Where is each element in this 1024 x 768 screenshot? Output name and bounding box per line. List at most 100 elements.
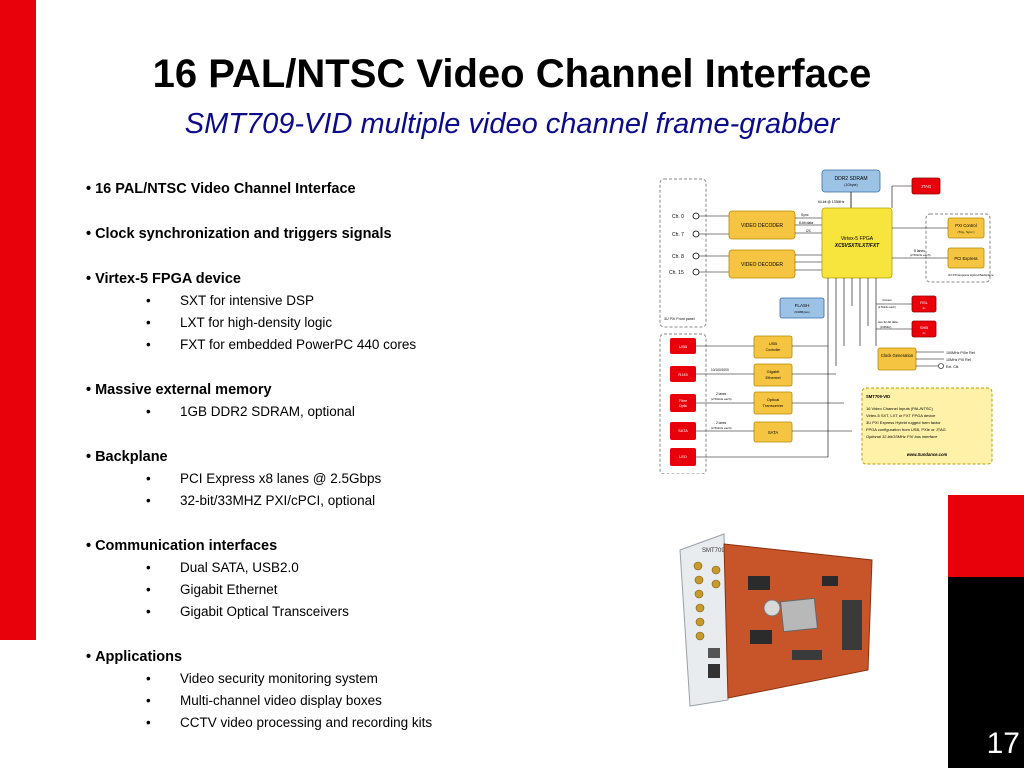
svg-text:100MHz PXIe Ref: 100MHz PXIe Ref — [946, 351, 975, 355]
battery — [763, 599, 781, 617]
svg-text:(2.5Gbits each): (2.5Gbits each) — [878, 305, 896, 309]
decoder-chip — [748, 576, 770, 590]
svg-text:10MHz PXI Ref: 10MHz PXI Ref — [946, 358, 971, 362]
rj45-port — [670, 366, 696, 382]
chip — [822, 576, 838, 586]
list-item: PCI Express x8 lanes @ 2.5Gbps — [86, 468, 646, 490]
right-accent-black — [948, 577, 1024, 768]
list-item: Dual SATA, USB2.0 — [86, 557, 646, 579]
svg-text:(2.5Gbits each): (2.5Gbits each) — [910, 253, 931, 257]
svg-text:Clock Generation: Clock Generation — [881, 353, 914, 358]
list-item: Gigabit Optical Transceivers — [86, 601, 646, 623]
svg-text:4 lanes: 4 lanes — [882, 298, 892, 302]
clock-generation-block — [877, 347, 917, 371]
section-backplane: •Backplane PCI Express x8 lanes @ 2.5Gbp… — [86, 446, 646, 512]
svg-text:3U PXI Front panel: 3U PXI Front panel — [664, 317, 695, 321]
svg-text:FLASH: FLASH — [795, 303, 810, 308]
section-communication: •Communication interfaces Dual SATA, USB… — [86, 535, 646, 623]
svg-text:(133MHz): (133MHz) — [880, 325, 892, 329]
svg-text:Ext. Clk: Ext. Clk — [946, 365, 959, 369]
svg-text:Ethernet: Ethernet — [765, 375, 781, 380]
svg-text:Ch. 7: Ch. 7 — [672, 232, 684, 238]
svg-text:(2.5Gbits each): (2.5Gbits each) — [711, 397, 732, 401]
svg-text:VIDEO DECODER: VIDEO DECODER — [741, 262, 783, 268]
channel-connectors: Ch. 0 Ch. 7 Ch. 8 Ch. 15 — [669, 212, 729, 276]
svg-text:FPGA configuration from USB, P: FPGA configuration from USB, PXIe or JTA… — [866, 427, 946, 432]
svg-text:Optional 32-bit/33MHz PXI bus: Optional 32-bit/33MHz PXI bus interface — [866, 434, 938, 439]
svg-text:2 lanes: 2 lanes — [716, 421, 727, 425]
sata-connector — [708, 664, 720, 678]
svg-text:SATA: SATA — [768, 430, 779, 435]
svg-text:64-bit @ 133MHz: 64-bit @ 133MHz — [818, 200, 845, 204]
svg-text:SMT709-VID: SMT709-VID — [866, 394, 890, 399]
svg-text:Controller: Controller — [766, 348, 782, 352]
svg-text:RJ45: RJ45 — [678, 372, 688, 377]
connector — [792, 650, 822, 660]
svg-text:Ch. 0: Ch. 0 — [672, 214, 684, 220]
list-item: 1GB DDR2 SDRAM, optional — [86, 401, 646, 423]
section-heading: Clock synchronization and triggers signa… — [95, 226, 392, 242]
fibre-optic-port — [670, 394, 696, 412]
rj45-connector — [708, 648, 720, 658]
svg-text:Fibre: Fibre — [679, 399, 687, 403]
left-accent-bar — [0, 0, 36, 640]
svg-text:Optical: Optical — [767, 397, 780, 402]
svg-text:USB: USB — [769, 341, 778, 346]
list-item: Video security monitoring system — [86, 668, 646, 690]
section-video-interface: •16 PAL/NTSC Video Channel Interface — [86, 181, 356, 197]
front-panel — [679, 533, 729, 707]
info-box — [861, 387, 993, 465]
svg-text:Ch. 15: Ch. 15 — [669, 270, 684, 276]
svg-text:PXI Control: PXI Control — [955, 223, 976, 228]
section-heading: Backplane — [95, 449, 168, 465]
front-panel-box — [659, 178, 707, 328]
board-photo: SMT709 — [679, 533, 873, 707]
svg-text:SATA: SATA — [678, 428, 688, 433]
section-memory: •Massive external memory 1GB DDR2 SDRAM,… — [86, 379, 646, 423]
pxi-control-block — [947, 217, 985, 239]
svg-text:16 Video Channel Inputs (PAL/N: 16 Video Channel Inputs (PAL/NTSC) — [866, 406, 933, 411]
svg-text:3U PXI Express Hybrid Backplan: 3U PXI Express Hybrid Backplane — [948, 273, 994, 277]
flash-block — [779, 297, 825, 319]
decoder-chip — [750, 630, 772, 644]
svg-text:8-bit data: 8-bit data — [799, 221, 813, 225]
svg-text:two 32-bit data: two 32-bit data — [878, 320, 898, 324]
list-item: SXT for intensive DSP — [86, 290, 646, 312]
svg-text:8 lanes: 8 lanes — [914, 249, 925, 253]
led-port — [670, 448, 696, 466]
section-heading: Communication interfaces — [95, 538, 278, 554]
svg-text:I2C: I2C — [806, 229, 812, 233]
block-diagram: 3U PXI Front panel Ch. 0 Ch. 7 Ch. 8 Ch.… — [659, 169, 994, 474]
bullet-content: •16 PAL/NTSC Video Channel Interface •Cl… — [86, 178, 646, 734]
section-heading: Applications — [95, 649, 183, 665]
svg-text:Optic: Optic — [679, 404, 688, 408]
section-heading: 16 PAL/NTSC Video Channel Interface — [95, 181, 356, 197]
svg-text:10/100/1000: 10/100/1000 — [711, 368, 729, 372]
svg-text:Transceiver: Transceiver — [763, 403, 784, 408]
svg-text:USB: USB — [679, 344, 688, 349]
usb-port — [670, 338, 696, 354]
list-item: CCTV video processing and recording kits — [86, 712, 646, 734]
page-number: 17 — [986, 727, 1020, 760]
list-item: LXT for high-density logic — [86, 312, 646, 334]
front-panel-box-lower — [659, 333, 707, 474]
svg-text:PCI Express: PCI Express — [954, 256, 977, 261]
svg-text:XC5VSXT/LXT/FXT: XC5VSXT/LXT/FXT — [834, 243, 880, 249]
section-applications: •Applications Video security monitoring … — [86, 646, 646, 734]
list-item: FXT for embedded PowerPC 440 cores — [86, 334, 646, 356]
video-decoder-2 — [728, 249, 796, 279]
list-item: Gigabit Ethernet — [86, 579, 646, 601]
section-clock: •Clock synchronization and triggers sign… — [86, 226, 392, 242]
svg-text:Sync: Sync — [801, 213, 809, 217]
list-item: 32-bit/33MHZ PXI/cPCI, optional — [86, 490, 646, 512]
svg-text:(2.5Gbits each): (2.5Gbits each) — [711, 426, 732, 430]
svg-text:2x: 2x — [923, 331, 927, 335]
slide-subtitle: SMT709-VID multiple video channel frame-… — [184, 108, 840, 140]
svg-text:SMT709: SMT709 — [702, 548, 725, 554]
svg-text:Virtex-5 FPGA: Virtex-5 FPGA — [841, 236, 874, 242]
svg-text:SHB: SHB — [920, 325, 929, 330]
section-heading: Virtex-5 FPGA device — [95, 271, 241, 287]
svg-text:Virtex-5 SXT, LXT or FXT FPGA: Virtex-5 SXT, LXT or FXT FPGA device — [866, 413, 936, 418]
svg-text:www.Sundance.com: www.Sundance.com — [907, 452, 948, 457]
fpga-block — [821, 207, 893, 279]
